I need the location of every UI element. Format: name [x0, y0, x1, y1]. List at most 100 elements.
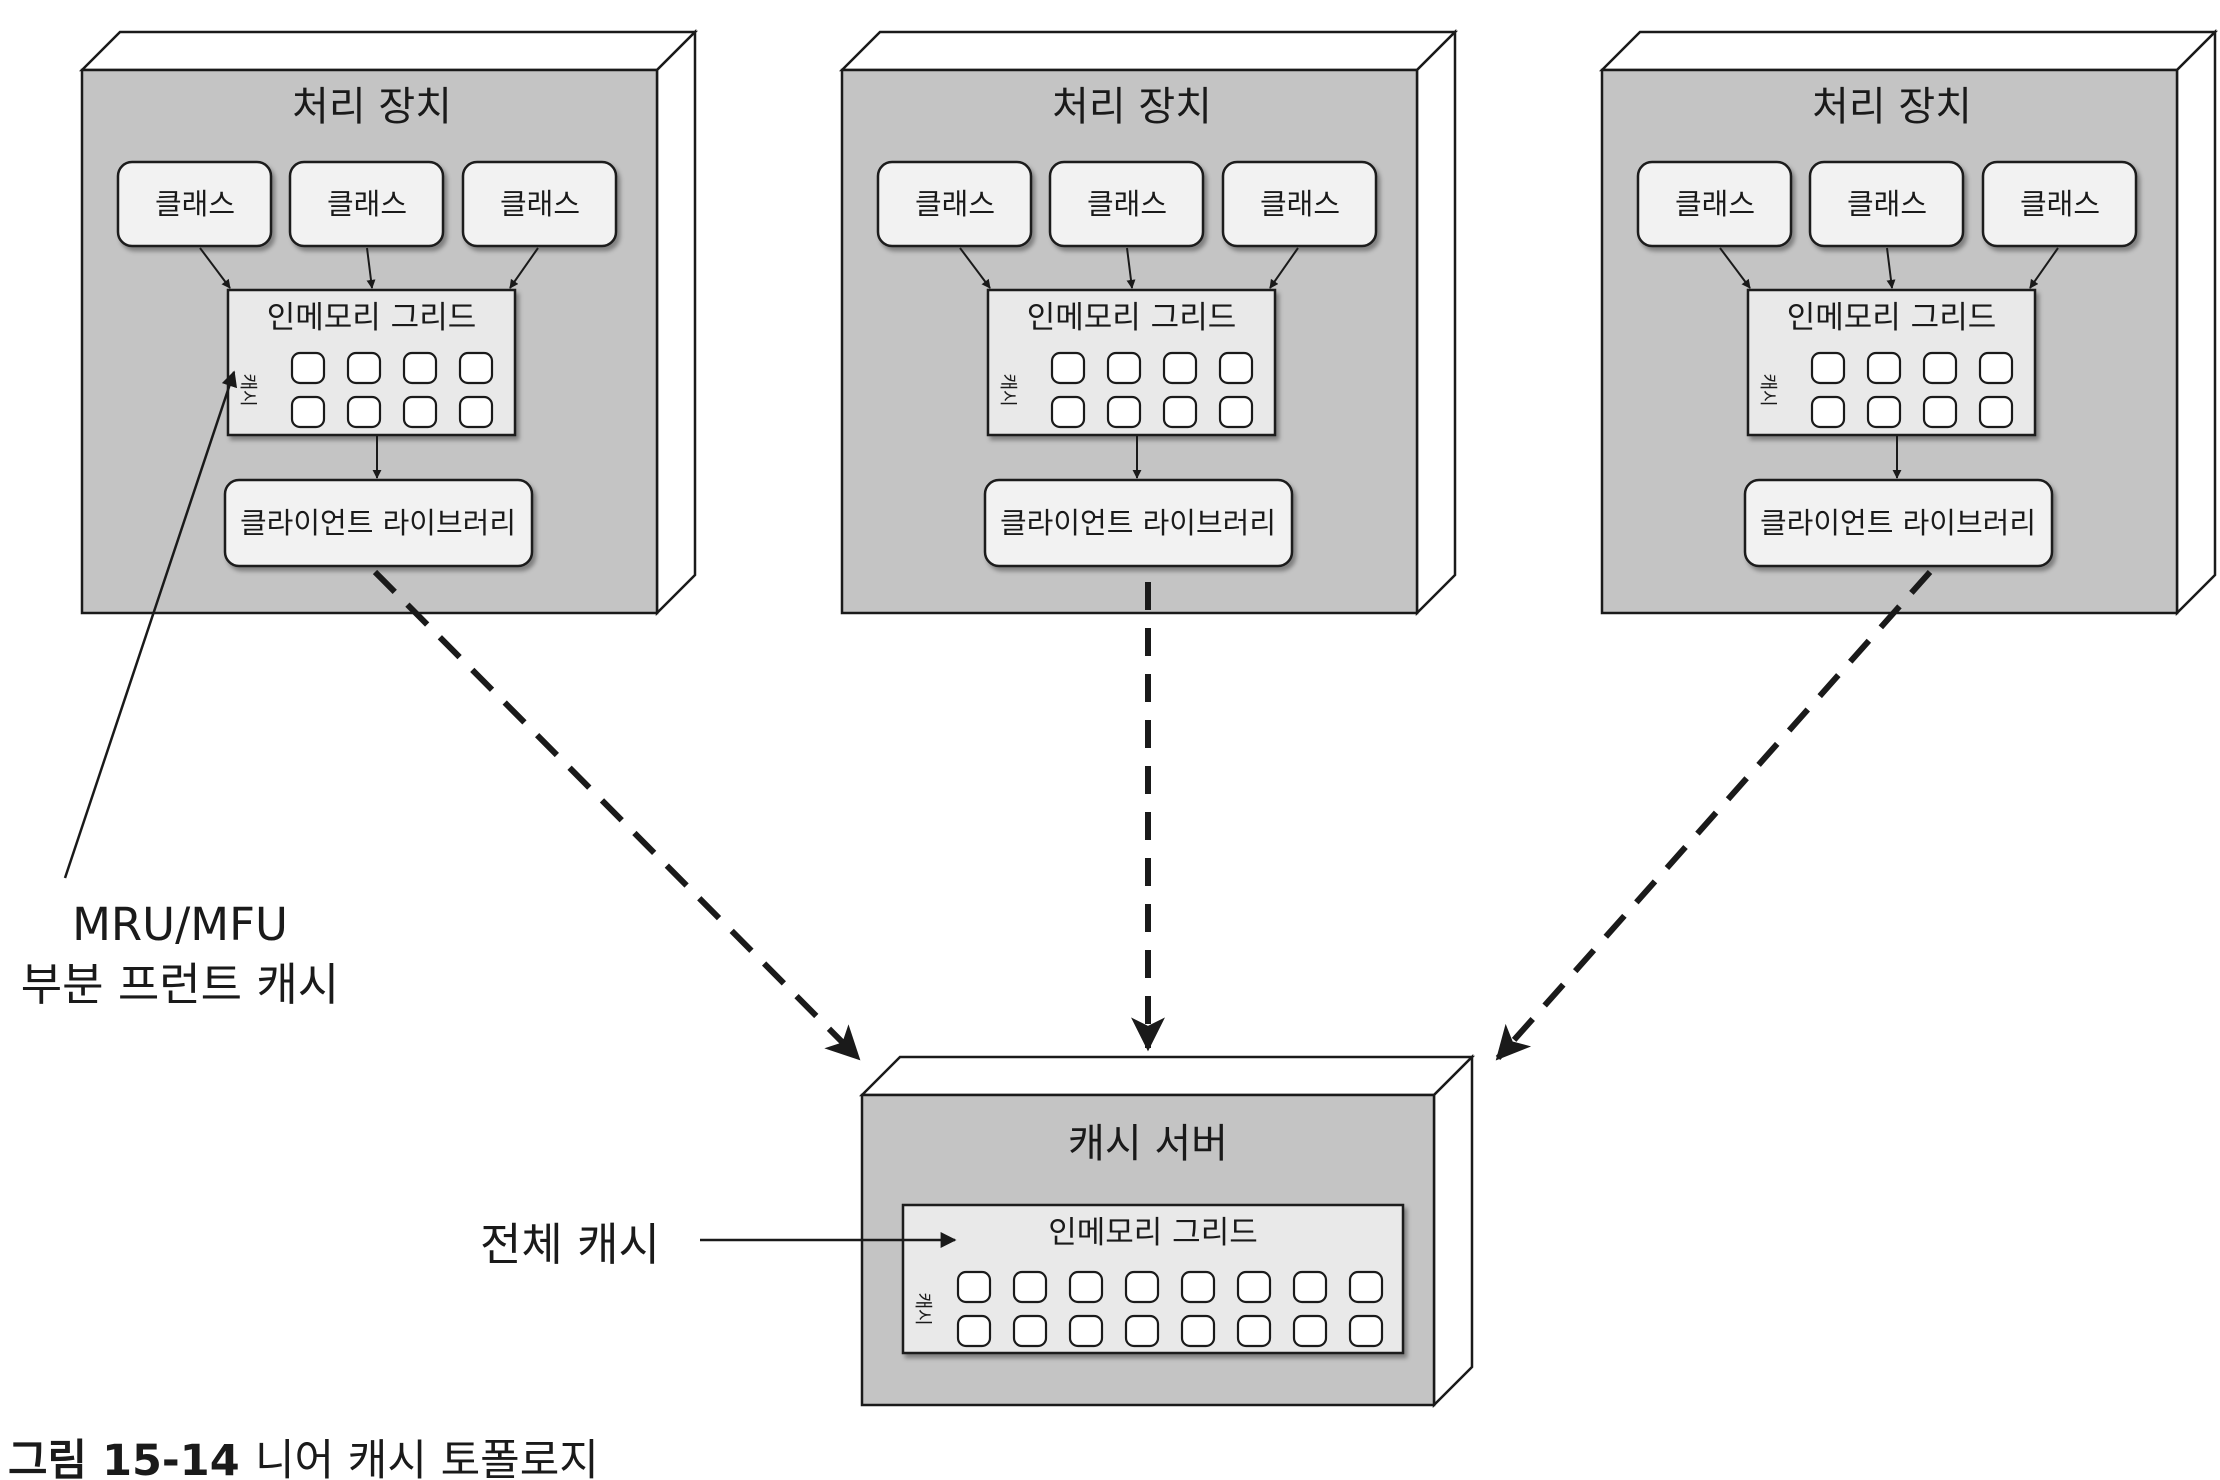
- class-to-grid-arrow: [366, 247, 376, 289]
- cache-cell: [346, 351, 382, 385]
- cache-cell: [1218, 351, 1254, 385]
- class-label: 클래스: [1847, 187, 1927, 221]
- cache-cell: [1012, 1314, 1048, 1348]
- cache-cell: [1292, 1270, 1328, 1304]
- class-label: 클래스: [1675, 187, 1755, 221]
- cache-cell: [1050, 351, 1086, 385]
- class-to-grid-arrow: [1269, 247, 1299, 289]
- processing-unit-3-top-face: [1598, 30, 2219, 72]
- near-cache-label-line1: MRU/MFU: [72, 898, 288, 951]
- cache-cell: [1348, 1270, 1384, 1304]
- class-to-grid-arrow: [199, 247, 231, 289]
- cache-cell: [1012, 1270, 1048, 1304]
- cache-server-top-face: [858, 1055, 1476, 1097]
- cache-cell: [1106, 351, 1142, 385]
- caption-text: 니어 캐시 토폴로지: [255, 1436, 599, 1480]
- class-to-grid-arrow: [1719, 247, 1751, 289]
- connector-pu3-to-server: [1495, 570, 1933, 1061]
- cache-cell: [1866, 395, 1902, 429]
- cache-cell: [1124, 1270, 1160, 1304]
- pu-grid-cache-label: 캐시: [237, 373, 258, 406]
- class-box: [288, 160, 445, 248]
- cache-cell: [1124, 1314, 1160, 1348]
- pu-grid-cache-label: 캐시: [997, 373, 1018, 406]
- class-label: 클래스: [1260, 187, 1340, 221]
- cache-cell: [1180, 1314, 1216, 1348]
- cache-cell: [1050, 395, 1086, 429]
- processing-unit-title: 처리 장치: [1052, 84, 1212, 130]
- class-label: 클래스: [500, 187, 580, 221]
- cache-cell: [1236, 1314, 1272, 1348]
- cache-server-side-face: [1432, 1053, 1474, 1409]
- class-box: [1048, 160, 1205, 248]
- processing-unit-3-side-face: [2175, 28, 2217, 617]
- client-library-box: [983, 478, 1294, 568]
- caption-label: 그림 15-14: [8, 1436, 240, 1480]
- full-cache-label: 전체 캐시: [480, 1218, 660, 1271]
- class-box: [1981, 160, 2138, 248]
- class-box: [1808, 160, 1965, 248]
- cache-server-title: 캐시 서버: [1068, 1121, 1228, 1167]
- class-box: [876, 160, 1033, 248]
- cache-cell: [1068, 1270, 1104, 1304]
- cache-cell: [1978, 395, 2014, 429]
- class-label: 클래스: [2020, 187, 2100, 221]
- class-label: 클래스: [327, 187, 407, 221]
- cache-cell: [1068, 1314, 1104, 1348]
- cache-cell: [290, 351, 326, 385]
- client-library-box: [1743, 478, 2054, 568]
- processing-unit-1-top-face: [78, 30, 699, 72]
- connector-pu1-to-server: [372, 569, 861, 1061]
- cache-cell: [1922, 351, 1958, 385]
- cache-cell: [1978, 351, 2014, 385]
- near-cache-pointer-line: [63, 370, 238, 879]
- class-box: [116, 160, 273, 248]
- pu-grid-cache-label: 캐시: [1757, 373, 1778, 406]
- client-library-box: [223, 478, 534, 568]
- cache-cell: [458, 395, 494, 429]
- class-box: [1636, 160, 1793, 248]
- cache-cell: [1866, 351, 1902, 385]
- server-grid-title: 인메모리 그리드: [1048, 1215, 1258, 1251]
- figure-caption: 그림 15-14 니어 캐시 토폴로지: [8, 1436, 599, 1480]
- class-box: [1221, 160, 1378, 248]
- annotations: MRU/MFU 부분 프런트 캐시 전체 캐시: [21, 370, 957, 1271]
- cache-cell: [1810, 351, 1846, 385]
- cache-cell: [1218, 395, 1254, 429]
- class-label: 클래스: [155, 187, 235, 221]
- client-library-label: 클라이언트 라이브러리: [240, 506, 516, 540]
- cache-cell: [402, 351, 438, 385]
- processing-unit-2-side-face: [1415, 28, 1457, 617]
- cache-cell: [1236, 1270, 1272, 1304]
- pu-grid-title: 인메모리 그리드: [1027, 300, 1237, 336]
- class-label: 클래스: [915, 187, 995, 221]
- near-cache-label-line2: 부분 프런트 캐시: [21, 958, 339, 1011]
- class-to-grid-arrow: [1126, 247, 1136, 289]
- cache-cell: [956, 1270, 992, 1304]
- cache-cell: [346, 395, 382, 429]
- processing-unit-2-top-face: [838, 30, 1459, 72]
- class-to-grid-arrow: [959, 247, 991, 289]
- processing-unit-1-side-face: [655, 28, 697, 617]
- connectors: [372, 569, 1933, 1061]
- processing-unit-title: 처리 장치: [1812, 84, 1972, 130]
- cache-cell: [1292, 1314, 1328, 1348]
- cache-cell: [1922, 395, 1958, 429]
- class-to-grid-arrow: [1886, 247, 1896, 289]
- pu-grid-title: 인메모리 그리드: [267, 300, 477, 336]
- cache-cell: [1348, 1314, 1384, 1348]
- client-library-label: 클라이언트 라이브러리: [1760, 506, 2036, 540]
- cache-cell: [1162, 395, 1198, 429]
- server-grid-cache-label: 캐시: [912, 1292, 933, 1325]
- client-library-label: 클라이언트 라이브러리: [1000, 506, 1276, 540]
- cache-cell: [458, 351, 494, 385]
- processing-unit-title: 처리 장치: [292, 84, 452, 130]
- cache-cell: [402, 395, 438, 429]
- class-to-grid-arrow: [2029, 247, 2059, 289]
